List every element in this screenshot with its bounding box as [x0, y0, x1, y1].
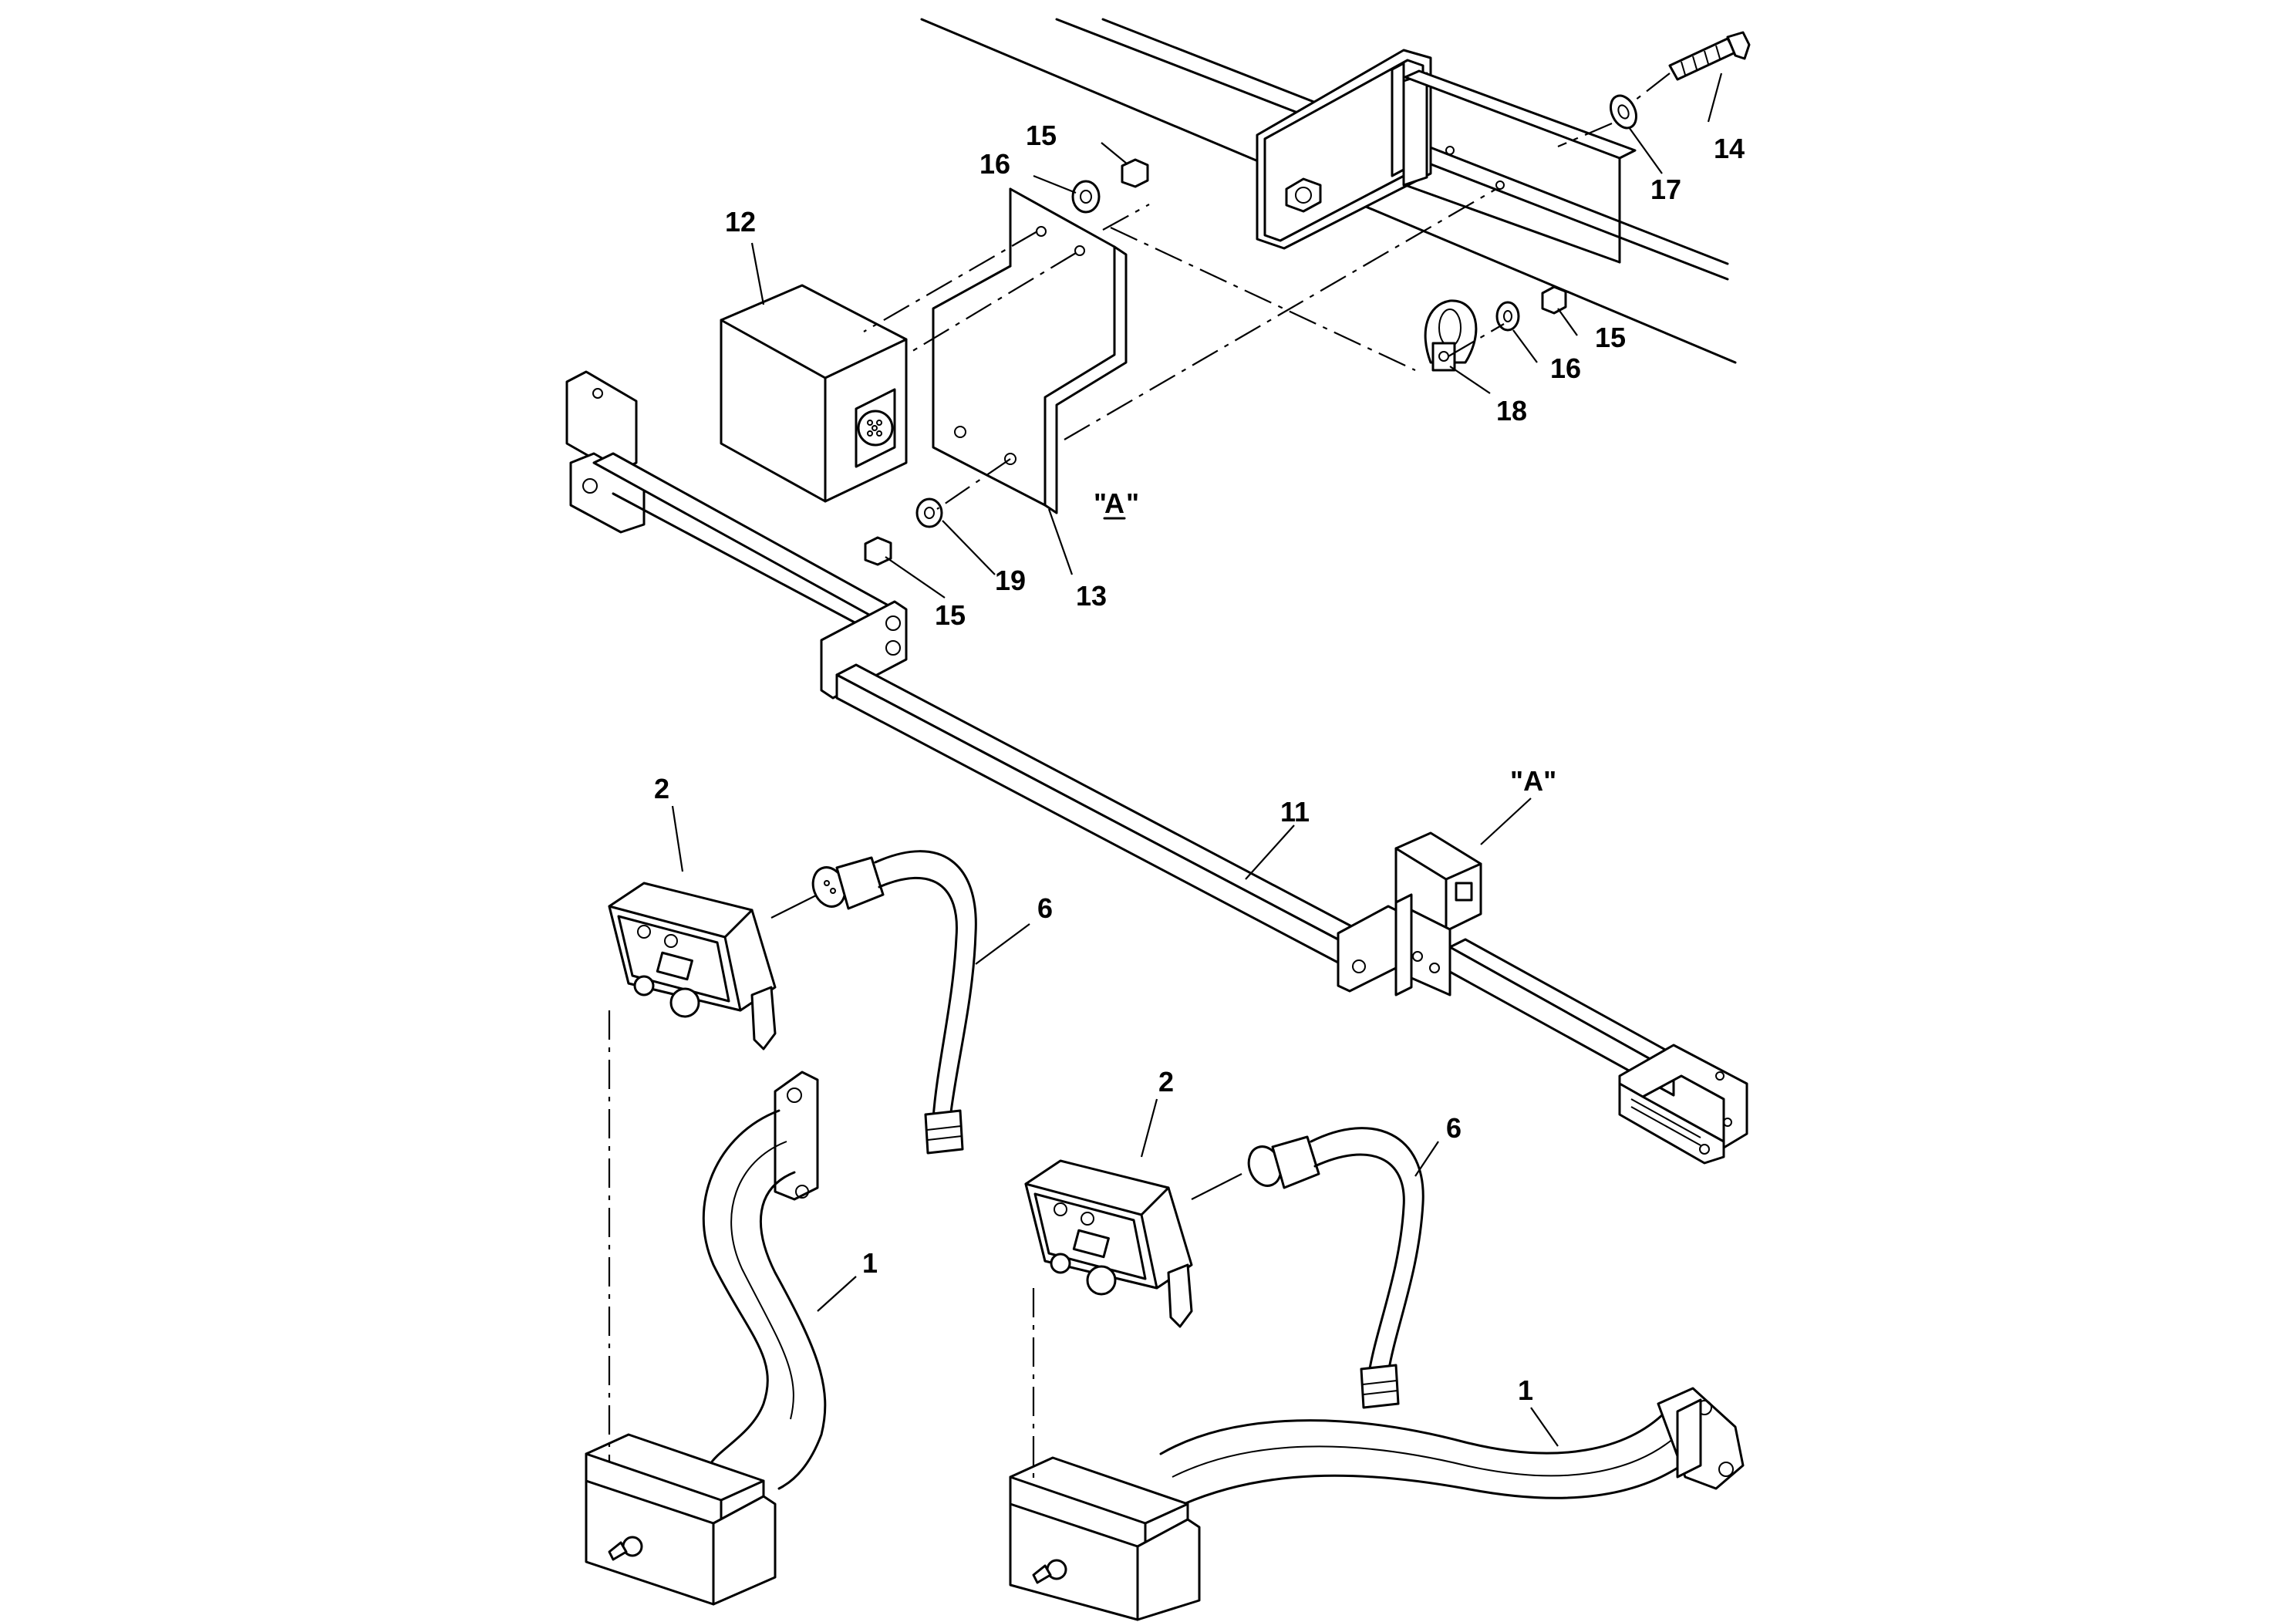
axis-bolt-14	[1634, 73, 1671, 101]
callout-2-left: 2	[654, 773, 669, 804]
callout-16-right: 16	[1550, 352, 1581, 384]
washer-16-right	[1495, 301, 1520, 332]
bracket-13	[932, 187, 1128, 514]
callout-17: 17	[1650, 174, 1681, 205]
detail-a-labels: "A" " A "	[1094, 487, 1556, 797]
detail-a-reference: "A"	[1510, 765, 1556, 797]
frame-rail	[920, 18, 1737, 364]
callout-15-lower: 15	[935, 599, 966, 631]
callout-19: 19	[995, 565, 1026, 596]
callout-12: 12	[725, 206, 756, 238]
axis-bracket-clamp	[1110, 227, 1416, 371]
callout-14: 14	[1714, 133, 1745, 164]
cable-6-right	[1247, 1127, 1424, 1409]
hose-1-right	[1159, 1387, 1745, 1506]
axis-box-12-upper	[863, 231, 1038, 332]
axis-washer-17	[1557, 122, 1613, 148]
washer-19	[915, 497, 943, 528]
cable-6-left	[811, 850, 977, 1155]
hose-1-left	[702, 1071, 827, 1490]
support-bar-11	[565, 370, 1748, 1165]
detail-a-close-quote: "	[1126, 487, 1139, 519]
washer-17	[1610, 94, 1637, 130]
leader-unit-cable-left	[770, 894, 818, 919]
axis-box-12-lower	[905, 252, 1077, 356]
leader-unit-cable-right	[1191, 1173, 1242, 1200]
axis-washer-19	[936, 458, 1011, 510]
washer-16-top	[1071, 180, 1101, 214]
nut-15-top	[1121, 158, 1149, 188]
callout-13: 13	[1076, 580, 1107, 612]
callout-15-top: 15	[1026, 120, 1057, 151]
callout-numbers: 14 15 16 17 15 16 18 12 13 19 15 11 2 6 …	[654, 120, 1745, 1406]
callout-6-left: 6	[1037, 892, 1053, 924]
callout-16-top: 16	[979, 148, 1010, 180]
callout-1-left: 1	[862, 1247, 878, 1279]
callout-11: 11	[1280, 796, 1310, 828]
nut-15-right	[1541, 285, 1567, 315]
junction-box-left	[585, 1433, 777, 1606]
callout-2-right: 2	[1158, 1066, 1174, 1098]
nut-15-lower	[864, 536, 892, 566]
control-unit-2-left	[608, 882, 777, 1050]
callout-18: 18	[1496, 395, 1527, 427]
clamp-18	[1424, 299, 1478, 372]
axis-bolt-top	[1102, 204, 1150, 231]
leader-lines	[671, 73, 1723, 1447]
control-box-12	[720, 284, 908, 503]
bolt-14	[1668, 31, 1751, 81]
axis-bracket-rail	[1064, 188, 1497, 440]
control-unit-2-right	[1024, 1159, 1193, 1328]
detail-a-view-label: A	[1104, 487, 1124, 519]
axis-clamp-18	[1448, 323, 1505, 357]
callout-1-right: 1	[1518, 1374, 1533, 1406]
callout-6-right: 6	[1446, 1112, 1462, 1144]
detail-a-open-quote: "	[1094, 487, 1107, 519]
junction-box-right	[1009, 1456, 1201, 1621]
callout-15-right: 15	[1595, 322, 1626, 353]
